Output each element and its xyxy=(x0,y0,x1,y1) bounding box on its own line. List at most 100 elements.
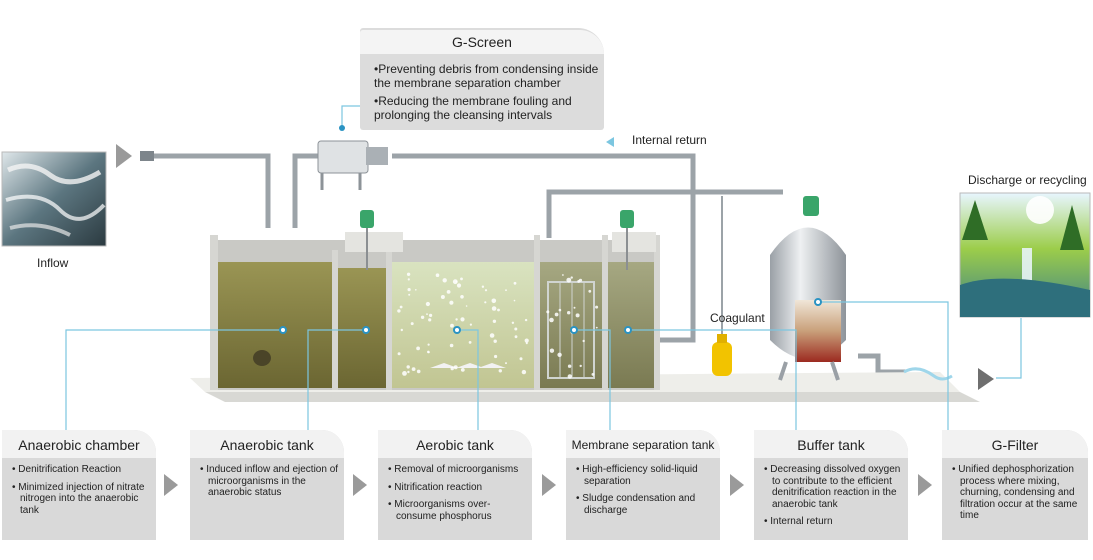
bubble xyxy=(567,311,571,315)
bubble xyxy=(582,339,585,343)
stage-bullet: Denitrification Reaction xyxy=(12,464,152,476)
g-screen-bullets: Preventing debris from condensing inside… xyxy=(374,62,604,126)
discharge-arrow xyxy=(978,368,994,390)
stage-title: Membrane separation tank xyxy=(566,430,720,458)
bubble xyxy=(570,276,573,279)
bubble xyxy=(558,308,562,312)
stage-bullets: Denitrification Reaction Minimized injec… xyxy=(12,464,152,522)
stage-title: Aerobic tank xyxy=(378,430,532,458)
bubble xyxy=(408,293,411,296)
stage-bullet: Unified dephosphorization process where … xyxy=(952,464,1092,522)
bubble xyxy=(415,289,417,291)
discharge-photo xyxy=(959,192,1091,318)
inflow-pipe xyxy=(148,153,906,375)
bubble xyxy=(549,317,554,323)
bubble xyxy=(567,374,572,379)
bubble xyxy=(491,298,497,304)
bubble xyxy=(442,278,447,283)
bubble xyxy=(420,315,425,319)
stage-title: Buffer tank xyxy=(754,430,908,458)
bubble xyxy=(524,338,529,343)
bubble xyxy=(468,341,472,344)
bubble xyxy=(579,364,582,368)
stage-bullet: Nitrification reaction xyxy=(388,482,528,494)
bubble xyxy=(449,300,454,305)
bubble xyxy=(514,327,518,331)
bubble xyxy=(557,352,562,357)
bubble xyxy=(435,273,440,278)
coagulant-bottle xyxy=(712,196,732,376)
bubble xyxy=(397,309,401,313)
bubble xyxy=(446,290,451,294)
bubble xyxy=(406,272,411,276)
bubble xyxy=(425,301,430,307)
bubble xyxy=(498,369,502,373)
bubble xyxy=(567,364,572,368)
bubble xyxy=(402,371,407,376)
stage-card-buffer-tank: Buffer tank Decreasing dissolved oxygen … xyxy=(754,430,908,540)
stage-bullets: Removal of microorganisms Nitrification … xyxy=(388,464,528,528)
inflow-label: Inflow xyxy=(37,256,69,270)
bubble xyxy=(397,352,401,356)
bubble xyxy=(453,365,458,370)
stage-bullet: High-efficiency solid-liquid separation xyxy=(576,464,716,487)
stage-card-anaerobic-tank: Anaerobic tank Induced inflow and ejecti… xyxy=(190,430,344,540)
g-screen-callout: G-Screen Preventing debris from condensi… xyxy=(360,28,604,130)
bubble xyxy=(546,310,550,314)
bubble xyxy=(514,335,518,339)
bubble xyxy=(460,368,465,372)
mixer-motor xyxy=(360,196,819,270)
bubble xyxy=(411,367,416,371)
flow-arrows xyxy=(164,474,932,496)
bubble xyxy=(513,299,516,302)
bubble xyxy=(452,279,458,285)
bubble xyxy=(573,306,576,309)
stage-card-anaerobic-chamber: Anaerobic chamber Denitrification Reacti… xyxy=(2,430,156,540)
bubble xyxy=(595,305,599,309)
inflow-photo xyxy=(1,151,107,247)
bubble xyxy=(554,312,559,317)
bubble xyxy=(549,348,555,353)
bubble xyxy=(416,369,421,374)
stage-card-aerobic-tank: Aerobic tank Removal of microorganisms N… xyxy=(378,430,532,540)
stage-bullet: Microorganisms over-consume phosphorus xyxy=(388,499,528,522)
bubble xyxy=(410,322,414,326)
bubble xyxy=(489,333,495,338)
internal-return-marker xyxy=(606,137,614,147)
bubble xyxy=(456,283,462,288)
bubble xyxy=(575,313,580,318)
bubble xyxy=(505,362,507,365)
bubble xyxy=(481,285,485,288)
bubble xyxy=(492,319,497,323)
stage-bullet: Internal return xyxy=(764,516,904,528)
stage-title: Anaerobic tank xyxy=(190,430,344,458)
stage-bullets: High-efficiency solid-liquid separation … xyxy=(576,464,716,522)
inflow-arrow xyxy=(116,144,132,168)
bubble xyxy=(400,328,403,332)
bubble xyxy=(505,289,507,292)
bubble xyxy=(513,281,517,285)
bubble xyxy=(484,289,488,292)
bubble xyxy=(588,289,592,293)
bubble xyxy=(562,274,564,276)
bubble xyxy=(577,279,581,283)
stage-bullet: Sludge condensation and discharge xyxy=(576,493,716,516)
bubble xyxy=(591,373,595,376)
bubble xyxy=(399,305,403,309)
bubble xyxy=(494,354,498,359)
internal-return-label: Internal return xyxy=(632,133,707,147)
stage-title: G-Filter xyxy=(942,430,1088,458)
g-screen-title: G-Screen xyxy=(360,30,604,54)
bubble xyxy=(407,370,410,374)
bubble xyxy=(426,313,428,315)
bubble xyxy=(460,277,463,281)
aeration-bubbles xyxy=(397,272,599,379)
bubble xyxy=(566,277,572,283)
stage-card-g-filter: G-Filter Unified dephosphorization proce… xyxy=(942,430,1088,540)
bubble xyxy=(497,308,500,312)
bubble xyxy=(519,357,523,361)
stage-bullet: Minimized injection of nitrate nitrogen … xyxy=(12,482,152,517)
bubble xyxy=(525,342,528,345)
bubble xyxy=(440,295,445,299)
bubble xyxy=(427,343,430,346)
